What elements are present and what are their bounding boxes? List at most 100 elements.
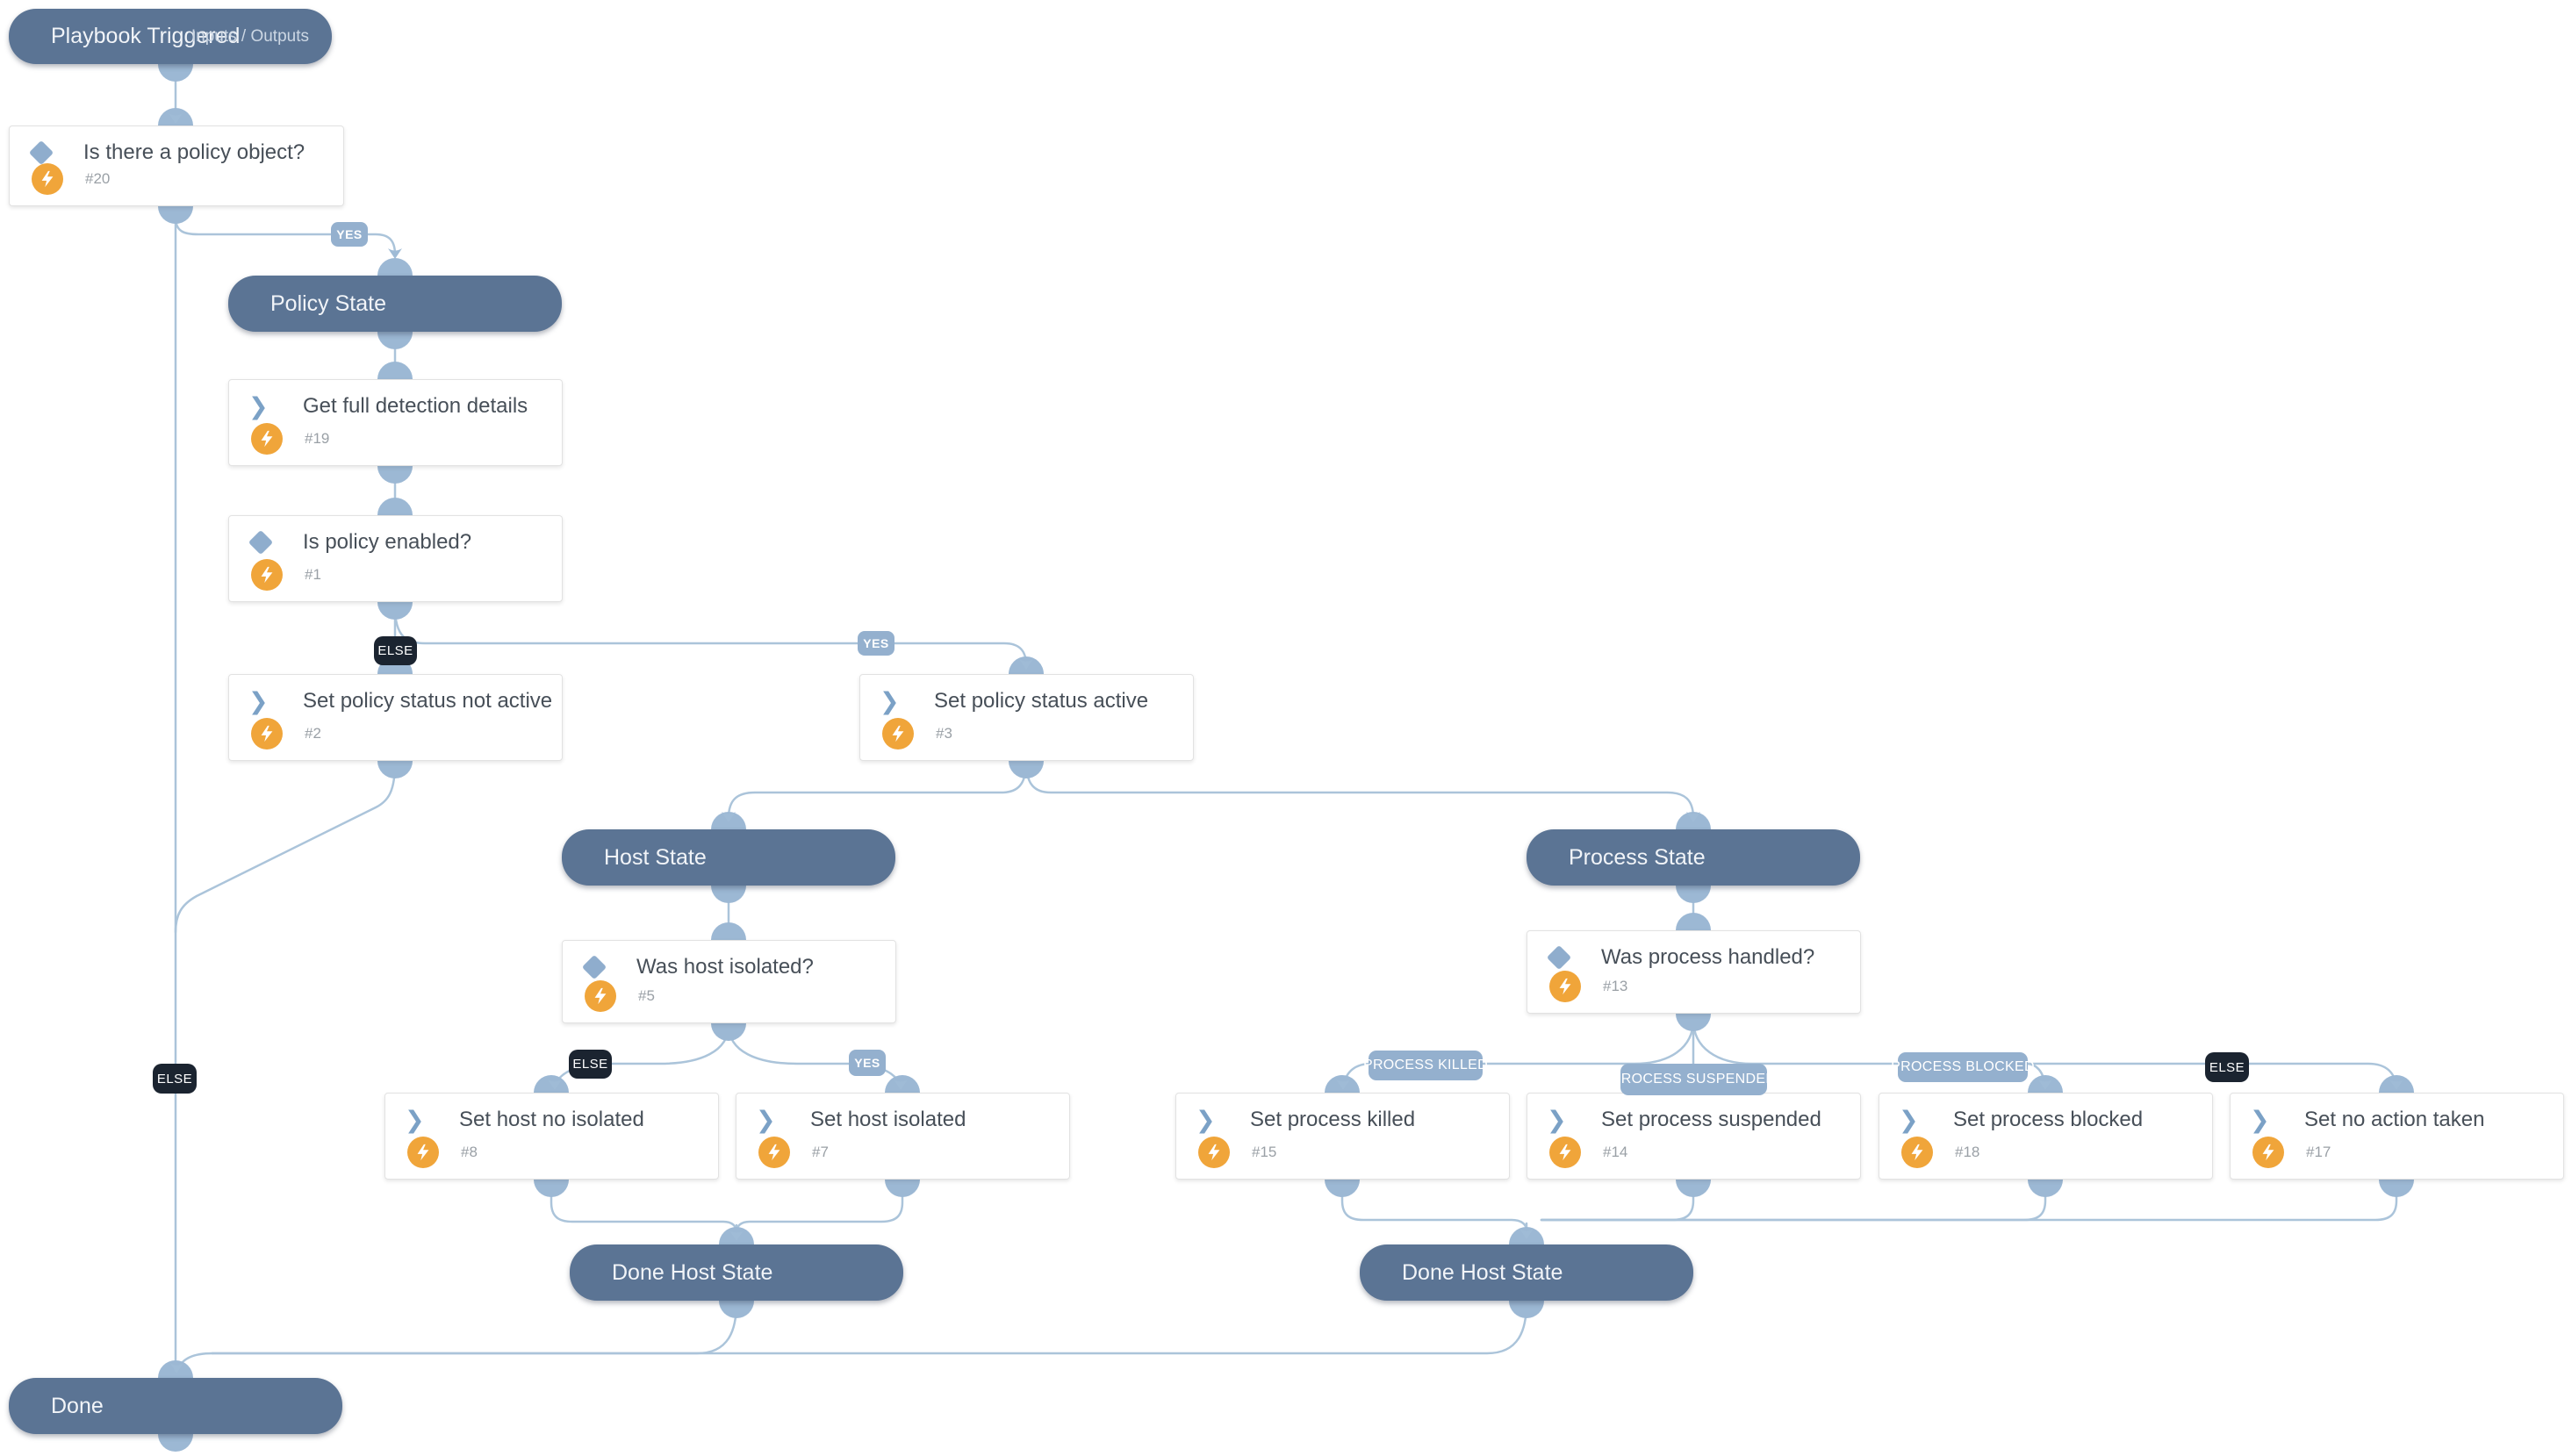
condition-title: Was process handled? bbox=[1601, 945, 1815, 969]
task-chevron-icon: ❯ bbox=[2250, 1107, 2270, 1133]
task-chevron-icon: ❯ bbox=[248, 393, 269, 420]
condition-is-there-policy-object[interactable]: Is there a policy object? #20 bbox=[9, 126, 344, 206]
section-policy-state[interactable]: Policy State bbox=[228, 276, 562, 332]
edge-label-process-blocked: PROCESS BLOCKED bbox=[1891, 1052, 2035, 1082]
edge-dhs1-out bbox=[211, 1301, 738, 1355]
task-number: #18 bbox=[1955, 1144, 1980, 1160]
edge-c13-right bbox=[1692, 1018, 2398, 1088]
section-process-state[interactable]: Process State bbox=[1527, 829, 1860, 886]
automation-bolt-icon bbox=[1549, 971, 1581, 1002]
condition-title: Is there a policy object? bbox=[83, 140, 305, 164]
playbook-triggered-title: Playbook Triggered bbox=[51, 24, 241, 48]
edge-label-yes-host: YES bbox=[849, 1050, 886, 1076]
edge-t3-to-host bbox=[727, 761, 1028, 820]
automation-bolt-icon bbox=[1549, 1137, 1581, 1168]
arrowheads bbox=[169, 113, 2403, 1374]
section-process-state-label: Process State bbox=[1569, 844, 1706, 870]
task-set-policy-status-active[interactable]: ❯ Set policy status active #3 bbox=[859, 674, 1194, 761]
edge-label-else-policy-enabled: ELSE bbox=[374, 636, 417, 665]
condition-title: Was host isolated? bbox=[636, 955, 814, 979]
section-done-host-state-1[interactable]: Done Host State bbox=[570, 1244, 903, 1301]
edge-t3-to-process bbox=[1024, 761, 1695, 820]
edge-t7-merge bbox=[735, 1180, 904, 1234]
task-set-process-blocked[interactable]: ❯ Set process blocked #18 bbox=[1879, 1093, 2213, 1180]
automation-bolt-icon bbox=[1198, 1137, 1230, 1168]
automation-bolt-icon bbox=[251, 423, 283, 455]
task-chevron-icon: ❯ bbox=[1547, 1107, 1567, 1133]
edge-t14-merge bbox=[1540, 1180, 1695, 1222]
task-number: #15 bbox=[1252, 1144, 1277, 1160]
condition-icon bbox=[1546, 944, 1582, 971]
task-chevron-icon: ❯ bbox=[1196, 1107, 1216, 1133]
condition-was-host-isolated[interactable]: Was host isolated? #5 bbox=[562, 940, 896, 1023]
automation-bolt-icon bbox=[32, 163, 63, 195]
node-done-label: Done bbox=[51, 1393, 104, 1418]
section-policy-state-label: Policy State bbox=[270, 290, 387, 316]
edge-label-yes-policy-enabled: YES bbox=[858, 631, 894, 656]
task-number: #8 bbox=[461, 1144, 478, 1160]
automation-bolt-icon bbox=[585, 980, 616, 1012]
task-number: #7 bbox=[812, 1144, 829, 1160]
edge-label-else-no-policy: ELSE bbox=[153, 1064, 197, 1094]
edge-t17-merge bbox=[1540, 1180, 2398, 1222]
condition-icon bbox=[28, 140, 64, 166]
task-chevron-icon: ❯ bbox=[248, 688, 269, 714]
automation-bolt-icon bbox=[882, 718, 914, 750]
inputs-outputs-link[interactable]: Inputs / Outputs bbox=[190, 26, 309, 46]
edge-t2-to-done bbox=[174, 761, 397, 934]
task-number: #3 bbox=[936, 725, 952, 742]
task-title: Set process blocked bbox=[1953, 1108, 2144, 1131]
section-done-host-state-2[interactable]: Done Host State bbox=[1360, 1244, 1693, 1301]
task-set-host-no-isolated[interactable]: ❯ Set host no isolated #8 bbox=[384, 1093, 719, 1180]
task-title: Set host isolated bbox=[810, 1108, 966, 1131]
edge-dhs2-out bbox=[211, 1301, 1528, 1355]
edge-label-process-suspended: PROCESS SUSPENDED bbox=[1612, 1064, 1776, 1095]
section-done-host-state-2-label: Done Host State bbox=[1402, 1259, 1563, 1285]
task-number: #17 bbox=[2306, 1144, 2331, 1160]
task-title: Set policy status active bbox=[934, 689, 1149, 713]
task-chevron-icon: ❯ bbox=[405, 1107, 425, 1133]
task-set-host-isolated[interactable]: ❯ Set host isolated #7 bbox=[736, 1093, 1070, 1180]
task-title: Set host no isolated bbox=[459, 1108, 644, 1131]
edge-label-else-host: ELSE bbox=[569, 1050, 612, 1079]
section-done-host-state-1-label: Done Host State bbox=[612, 1259, 773, 1285]
condition-is-policy-enabled[interactable]: Is policy enabled? #1 bbox=[228, 515, 563, 602]
task-set-no-action-taken[interactable]: ❯ Set no action taken #17 bbox=[2230, 1093, 2564, 1180]
task-set-process-killed[interactable]: ❯ Set process killed #15 bbox=[1175, 1093, 1510, 1180]
condition-icon bbox=[581, 954, 617, 980]
node-playbook-triggered[interactable]: Playbook Triggered Inputs / Outputs bbox=[9, 9, 332, 64]
edge-c13-killed bbox=[1341, 1018, 1695, 1088]
edge-c1-yes bbox=[393, 606, 1028, 667]
task-title: Get full detection details bbox=[303, 394, 528, 418]
task-number: #13 bbox=[1603, 978, 1628, 994]
task-number: #19 bbox=[305, 430, 330, 447]
task-number: #1 bbox=[305, 566, 321, 583]
task-chevron-icon: ❯ bbox=[756, 1107, 776, 1133]
section-host-state[interactable]: Host State bbox=[562, 829, 895, 886]
task-number: #20 bbox=[85, 170, 111, 187]
task-set-policy-status-not-active[interactable]: ❯ Set policy status not active #2 bbox=[228, 674, 563, 761]
edge-label-process-killed: PROCESS KILLED bbox=[1363, 1051, 1488, 1080]
condition-title: Is policy enabled? bbox=[303, 530, 472, 554]
node-done[interactable]: Done bbox=[9, 1378, 342, 1434]
automation-bolt-icon bbox=[251, 559, 283, 591]
section-host-state-label: Host State bbox=[604, 844, 707, 870]
edge-c20-yes bbox=[174, 216, 397, 256]
task-title: Set policy status not active bbox=[303, 689, 553, 713]
edge-t15-merge bbox=[1340, 1180, 1528, 1232]
task-title: Set process killed bbox=[1250, 1108, 1416, 1131]
edge-t18-merge bbox=[1540, 1180, 2047, 1222]
task-number: #2 bbox=[305, 725, 321, 742]
task-chevron-icon: ❯ bbox=[880, 688, 900, 714]
condition-icon bbox=[248, 529, 284, 556]
automation-bolt-icon bbox=[2252, 1137, 2284, 1168]
automation-bolt-icon bbox=[407, 1137, 439, 1168]
task-get-full-detection-details[interactable]: ❯ Get full detection details #19 bbox=[228, 379, 563, 466]
edge-t8-merge bbox=[550, 1180, 738, 1234]
condition-was-process-handled[interactable]: Was process handled? #13 bbox=[1527, 930, 1861, 1014]
edge-label-else-process: ELSE bbox=[2205, 1052, 2249, 1082]
task-number: #5 bbox=[638, 987, 655, 1004]
task-number: #14 bbox=[1603, 1144, 1628, 1160]
task-title: Set process suspended bbox=[1601, 1108, 1821, 1131]
task-set-process-suspended[interactable]: ❯ Set process suspended #14 bbox=[1527, 1093, 1861, 1180]
